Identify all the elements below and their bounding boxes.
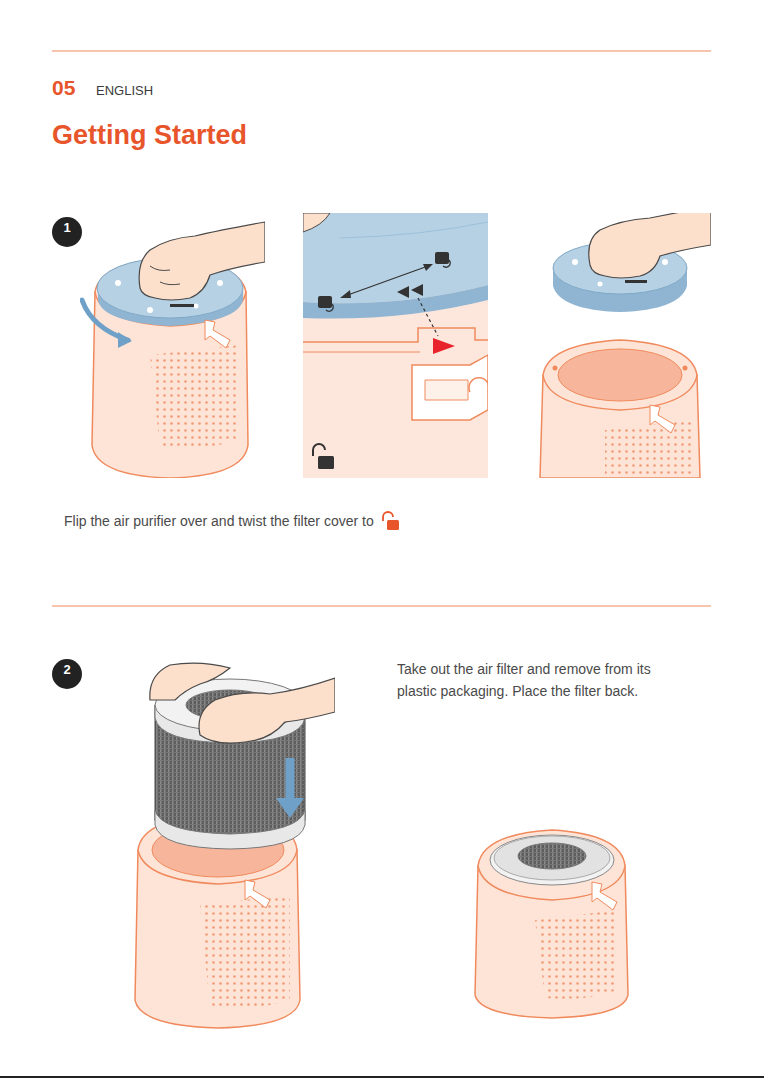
unlock-icon — [380, 511, 400, 531]
purifier-twist-figure — [82, 222, 265, 478]
step-number: 1 — [52, 217, 82, 239]
instruction-text: Flip the air purifier over and twist the… — [64, 513, 374, 529]
filter-insert-figure — [135, 663, 335, 1028]
language-label: ENGLISH — [96, 83, 153, 98]
step-number-circle: 2 — [52, 659, 82, 689]
lock-detail-figure — [303, 213, 488, 478]
rule-line — [52, 605, 711, 606]
instruction-row: Flip the air purifier over and twist the… — [64, 511, 400, 531]
purifier-open-figure — [540, 213, 711, 478]
step-number: 2 — [52, 659, 82, 681]
down-arrow — [286, 758, 295, 800]
rule-line — [52, 50, 711, 51]
down-arrow-head — [276, 798, 304, 818]
step-number-circle: 1 — [52, 217, 82, 247]
page-bottom-rule — [0, 1076, 764, 1078]
filter-placed-figure — [475, 830, 628, 1018]
page-title: Getting Started — [52, 120, 247, 151]
instruction-text: Take out the air filter and remove from … — [397, 658, 687, 702]
page-number: 05 — [52, 76, 75, 100]
